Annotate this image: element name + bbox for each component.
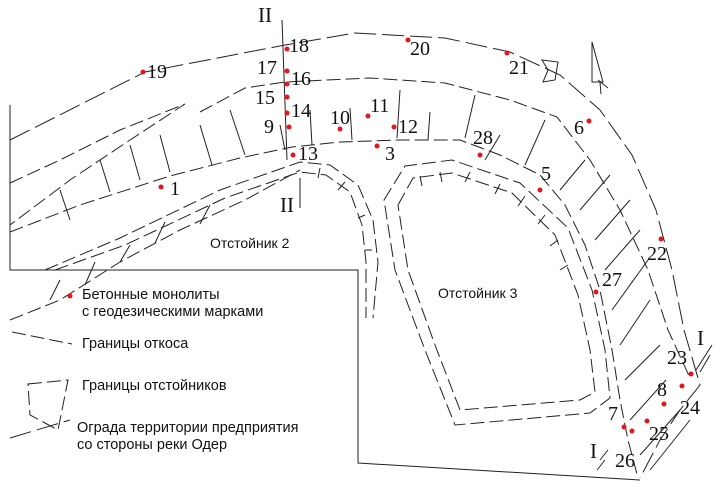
marker-label: 1 [170,178,180,200]
slope-boundary-upper [199,77,691,379]
marker-label: 18 [289,35,309,57]
marker-label: 16 [291,68,311,90]
slope-hatching [49,89,713,471]
pond-3-label: Отстойник 3 [438,285,518,301]
marker-label: 22 [647,243,667,265]
marker-dot [284,94,290,100]
slope-crest [9,139,639,479]
pond-2-boundary-outer [44,161,379,319]
marker-label: 27 [602,269,622,291]
marker-dot [286,124,292,130]
section-label: II [280,193,294,217]
fence-line-icon [9,419,71,439]
marker-dot [140,69,146,75]
marker-label: 10 [330,107,350,129]
site-boundary [9,105,641,481]
marker-label: 5 [541,163,551,185]
legend-slope: Границы откоса [82,336,189,352]
marker-dot [658,236,664,242]
marker-label: 26 [615,450,635,472]
marker-label: 25 [649,423,669,445]
marker-dot [405,37,411,43]
marker-label: 23 [667,347,687,369]
fence-line [9,32,701,479]
section-label: II [258,3,272,27]
marker-label: 7 [608,403,618,425]
pond-2-label: Отстойник 2 [210,235,290,251]
legend-fence-line2: со стороны реки Одер [77,437,228,453]
marker-dot [391,124,397,130]
marker-dot [661,401,667,407]
marker-dot [621,424,627,430]
marker-dot [284,110,290,116]
north-arrow-icon [591,41,609,95]
marker-label: 15 [255,87,275,109]
corner-structure [541,59,559,83]
slope-boundary-left-upper [9,103,186,226]
pond-3-boundary-outer [383,159,611,426]
section-line-II [281,19,288,161]
pond-boundary-icon [27,379,69,431]
marker-dot [688,371,694,377]
marker-dot [374,143,380,149]
slope-line-icon [11,331,73,345]
marker-dot [537,187,543,193]
marker-dot [477,152,483,158]
marker-dot [337,126,343,132]
marker-dot [365,113,371,119]
marker-label: 24 [680,397,700,419]
marker-label: 28 [473,127,493,149]
marker-label: 8 [657,379,667,401]
marker-label: 13 [298,143,318,165]
marker-dot [629,428,635,434]
legend-symbols [9,293,73,439]
marker-label: 12 [398,116,418,138]
marker-dot [284,46,290,52]
marker-dot [284,81,290,87]
marker-dot [586,118,592,124]
pond-3-hatching [317,167,569,271]
legend-ponds: Границы отстойников [82,378,227,394]
pond-2-boundary-inner [54,171,367,318]
marker-dot [644,418,650,424]
marker-label: 11 [370,95,389,117]
marker-label: 19 [147,61,167,83]
marker-dot [593,289,599,295]
marker-label: 20 [410,38,430,60]
marker-label: 21 [509,57,529,79]
marker-dot [504,50,510,56]
marker-dot [290,152,296,158]
marker-label: 6 [574,117,584,139]
section-label: I [590,439,597,463]
legend-fence-line1: Ограда территории предприятия [77,420,299,436]
marker-label: 3 [385,143,395,165]
marker-label: 14 [291,100,311,122]
section-label: I [697,326,704,350]
marker-dot-icon [67,293,73,299]
legend-monoliths-line2: с геодезическими марками [82,304,264,320]
pond-3-boundary-inner [397,172,596,411]
section-line-I [596,354,711,471]
marker-dot [158,184,164,190]
legend-monoliths-line1: Бетонные монолиты [82,287,220,303]
marker-dot [679,383,685,389]
marker-label: 17 [257,57,277,79]
marker-dot [284,68,290,74]
slope-toe [9,169,301,321]
marker-label: 9 [264,116,274,138]
